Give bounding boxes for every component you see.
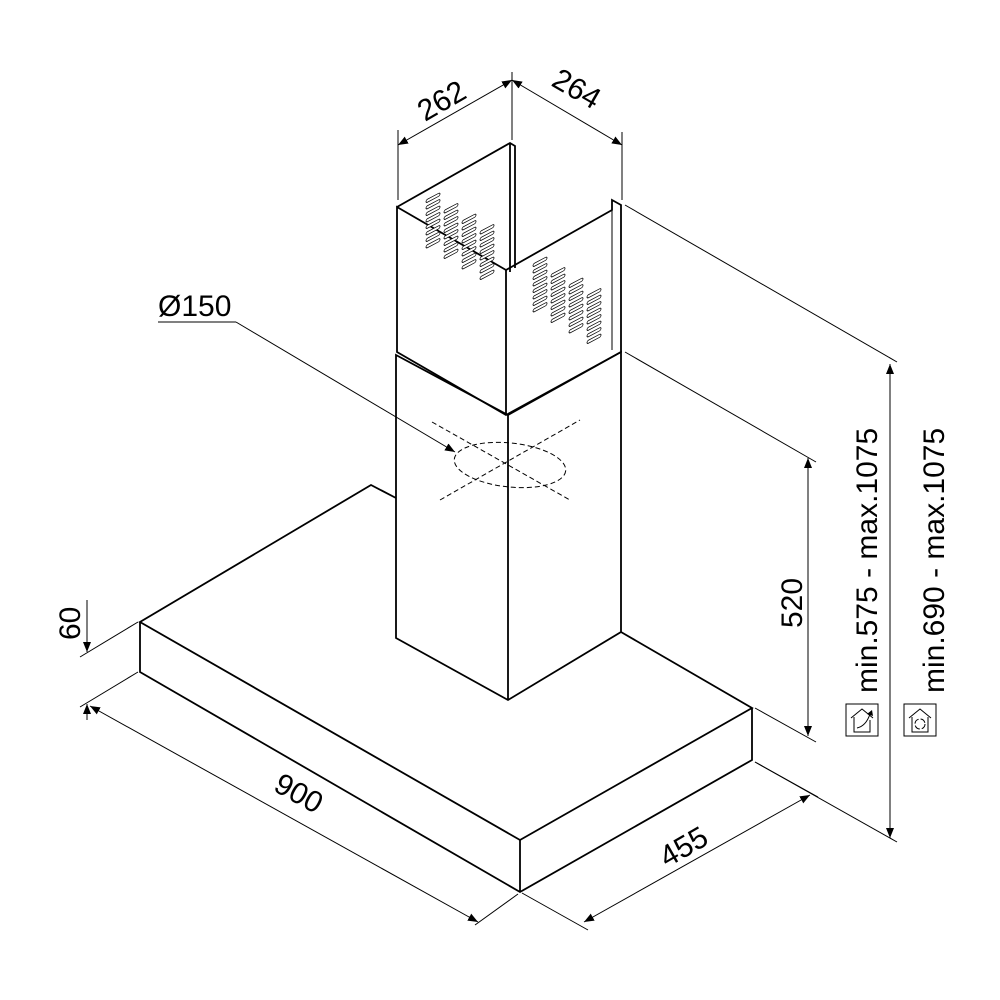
vent-slot xyxy=(550,293,566,304)
vent-slot xyxy=(443,248,459,259)
vent-slot xyxy=(568,303,584,314)
vent-slot xyxy=(443,235,459,246)
vent-slot xyxy=(479,237,495,248)
vent-slot xyxy=(479,243,495,254)
chimney-width-label: 262 xyxy=(412,74,472,128)
dimension-duct-diameter: Ø150 xyxy=(158,290,456,453)
vent-slot xyxy=(550,312,566,323)
dimension-overall-height: min.575 - max.1075 min.690 - max.1075 xyxy=(624,204,951,843)
vent-slot xyxy=(550,299,566,310)
vent-slot xyxy=(550,267,566,278)
vent-slot xyxy=(479,224,495,235)
vent-slot xyxy=(550,286,566,297)
hood-depth-label: 455 xyxy=(654,820,714,874)
lower-chimney xyxy=(395,350,622,702)
vent-slot xyxy=(461,246,477,257)
vent-slot xyxy=(461,213,477,224)
vent-slot xyxy=(461,259,477,270)
vent-slot xyxy=(425,225,441,236)
vent-slot xyxy=(586,301,602,312)
vent-slot xyxy=(568,277,584,288)
vent-slot xyxy=(425,212,441,223)
vent-slot xyxy=(443,209,459,220)
vent-slot xyxy=(532,302,548,313)
vent-slot xyxy=(532,289,548,300)
vent-slot xyxy=(461,220,477,231)
vent-slot xyxy=(479,250,495,261)
vent-slot xyxy=(532,295,548,306)
chimney-depth-label: 264 xyxy=(547,62,607,116)
vent-slot xyxy=(461,239,477,250)
vent-slot xyxy=(532,256,548,267)
vent-slot xyxy=(425,238,441,249)
vent-slot xyxy=(586,314,602,325)
vent-slot xyxy=(443,242,459,253)
vent-slot xyxy=(425,218,441,229)
vent-slot xyxy=(425,231,441,242)
vent-slot xyxy=(461,252,477,263)
house-extraction-icon xyxy=(845,703,879,737)
vent-slot xyxy=(568,323,584,334)
height-ducted-label: min.575 - max.1075 xyxy=(851,428,884,693)
vent-slot xyxy=(425,205,441,216)
vent-slot xyxy=(461,226,477,237)
vent-slot xyxy=(461,233,477,244)
lower-chimney-height-label: 520 xyxy=(776,578,809,628)
dimension-hood-width: 900 xyxy=(89,705,519,926)
dimension-hood-thickness: 60 xyxy=(54,600,139,720)
vent-slot xyxy=(443,229,459,240)
vent-slot xyxy=(479,263,495,274)
dimension-lower-chimney: 520 xyxy=(624,351,817,743)
vent-slot xyxy=(443,203,459,214)
upper-chimney xyxy=(396,141,622,417)
vent-slot xyxy=(586,288,602,299)
vent-slot xyxy=(568,310,584,321)
vent-slot xyxy=(568,316,584,327)
vent-slot xyxy=(568,290,584,301)
vent-slots-left xyxy=(425,192,495,280)
vent-slot xyxy=(550,306,566,317)
vent-slot xyxy=(568,297,584,308)
vent-slot xyxy=(586,327,602,338)
vent-slot xyxy=(532,282,548,293)
vent-slot xyxy=(425,199,441,210)
vent-slot xyxy=(425,192,441,203)
vent-slot xyxy=(443,222,459,233)
vent-slot xyxy=(443,216,459,227)
vent-slot xyxy=(586,294,602,305)
dimension-hood-depth: 455 xyxy=(521,761,819,931)
house-recirculation-icon xyxy=(903,703,937,737)
vent-slot xyxy=(532,263,548,274)
hood-thickness-label: 60 xyxy=(54,607,87,640)
hood-canopy xyxy=(138,483,754,894)
vent-slot xyxy=(532,276,548,287)
duct-outlet xyxy=(431,419,581,501)
vent-slot xyxy=(479,269,495,280)
duct-diameter-label: Ø150 xyxy=(158,290,231,323)
vent-slot xyxy=(568,284,584,295)
vent-slots-right xyxy=(532,256,602,344)
vent-slot xyxy=(479,230,495,241)
vent-slot xyxy=(586,307,602,318)
height-recirculating-label: min.690 - max.1075 xyxy=(918,428,951,693)
vent-slot xyxy=(586,320,602,331)
vent-slot xyxy=(550,280,566,291)
vent-slot xyxy=(586,333,602,344)
vent-slot xyxy=(532,269,548,280)
vent-slot xyxy=(479,256,495,267)
vent-slot xyxy=(550,273,566,284)
